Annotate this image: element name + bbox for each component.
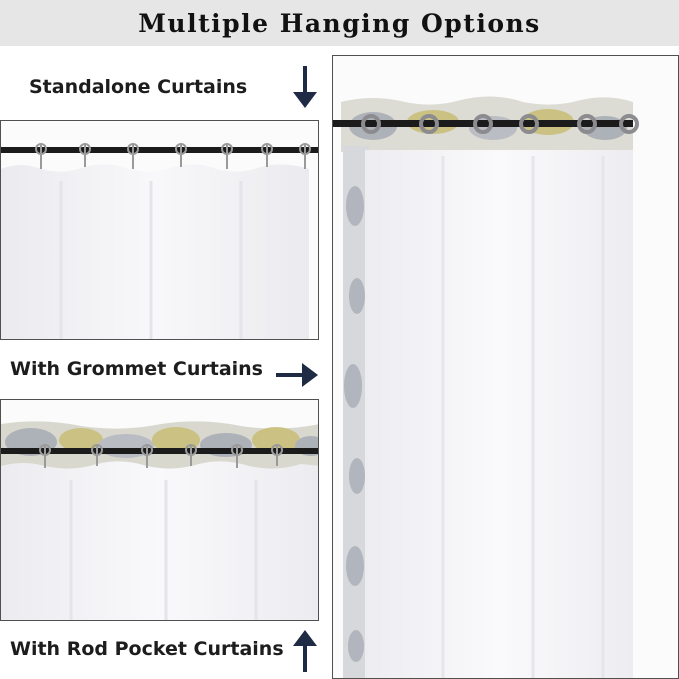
rod-pocket-curtain-image [0,399,319,621]
page-title: Multiple Hanging Options [138,8,541,38]
standalone-curtains-label: Standalone Curtains [29,76,248,98]
standalone-curtain-image [0,120,319,340]
arrow-up-icon [293,630,317,672]
arrow-right-icon [276,363,318,387]
grommet-curtain-image [332,55,679,679]
grommet-curtains-label: With Grommet Curtains [10,358,263,380]
title-bar: Multiple Hanging Options [0,0,679,46]
rod-pocket-curtains-label: With Rod Pocket Curtains [10,638,284,660]
arrow-down-icon [293,66,317,108]
